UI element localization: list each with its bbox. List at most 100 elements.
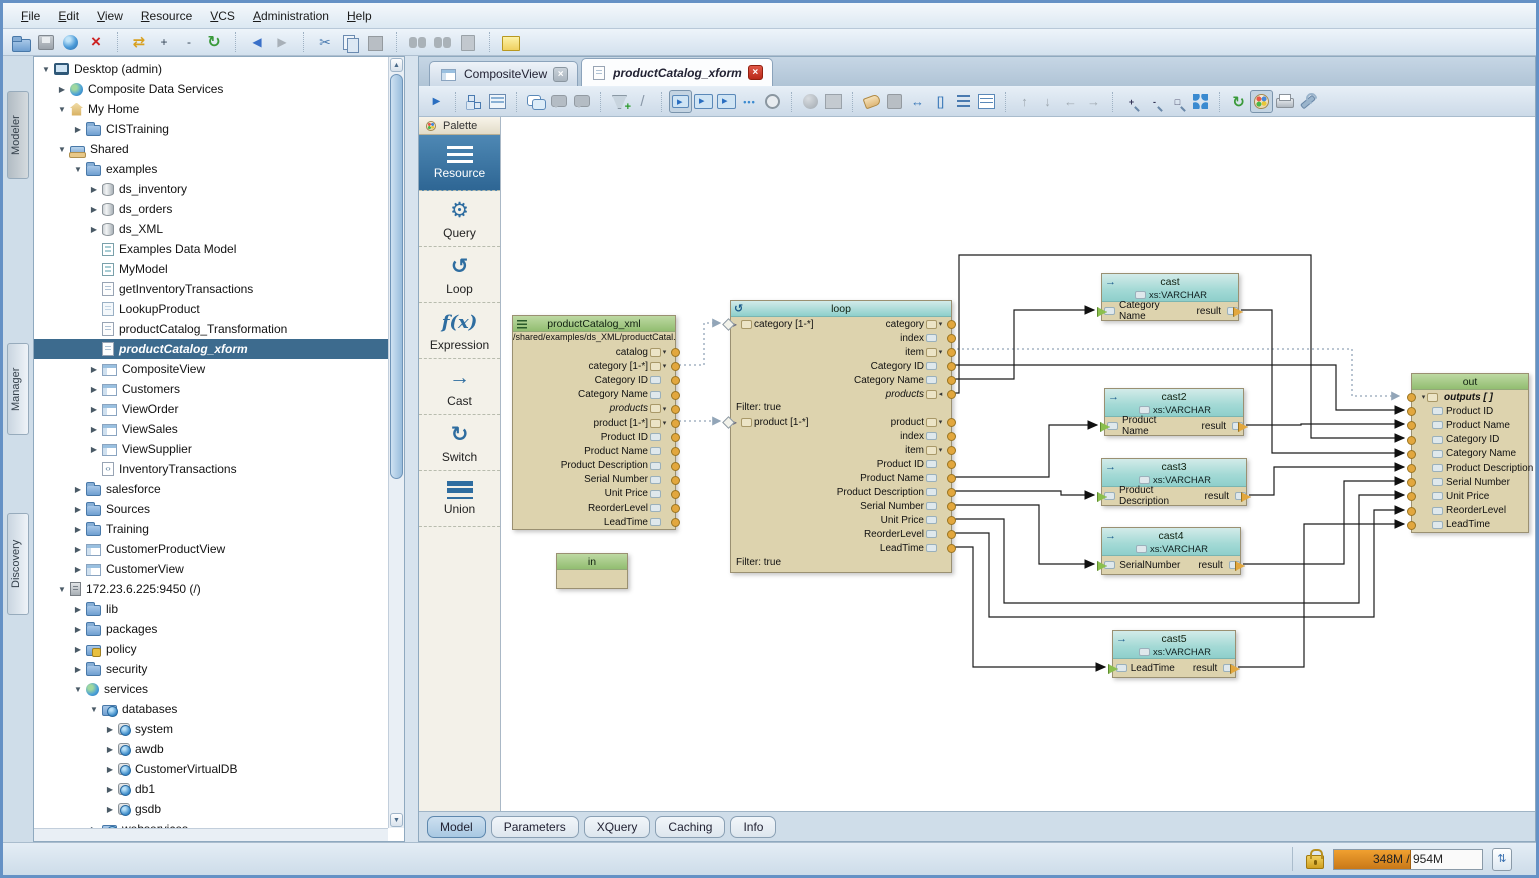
tree-item-viewsupplier[interactable]: ▶ ViewSupplier — [34, 439, 388, 459]
expand-arrow-icon[interactable]: ▶ — [90, 224, 98, 234]
field-row[interactable]: Category ID — [1407, 433, 1528, 447]
field-row[interactable]: item ▾ — [731, 443, 956, 457]
chevron-down-icon[interactable]: ▾ — [938, 447, 943, 454]
expand-arrow-icon[interactable]: ▶ — [74, 664, 82, 674]
document-icon[interactable] — [456, 31, 480, 54]
tree-item-cistraining[interactable]: ▶ CISTraining — [34, 119, 388, 139]
move-right-icon[interactable]: → — [1087, 94, 1100, 109]
field-row[interactable]: Product Name — [513, 444, 680, 458]
field-row[interactable]: Product ID — [513, 430, 680, 444]
expand-arrow-icon[interactable]: ▼ — [74, 164, 82, 174]
cast-box-4[interactable]: → cast4 xs:VARCHAR SerialNumber result — [1101, 527, 1241, 575]
find-icon[interactable] — [406, 31, 430, 54]
tree-item-getinventorytransactions[interactable]: getInventoryTransactions — [34, 279, 388, 299]
expand-arrow-icon[interactable]: ▶ — [106, 764, 114, 774]
web-browser-icon[interactable] — [59, 31, 83, 54]
tree-item-security[interactable]: ▶ security — [34, 659, 388, 679]
field-row[interactable]: Category Name — [513, 388, 680, 402]
tree-item-desktop[interactable]: ▼ Desktop (admin) — [34, 59, 388, 79]
chevron-down-icon[interactable]: ▾ — [662, 349, 667, 357]
field-row[interactable]: Unit Price — [731, 513, 956, 527]
expand-arrow-icon[interactable]: ▶ — [74, 124, 82, 134]
tree-item-productcatalog-xform[interactable]: productCatalog_xform — [34, 339, 388, 359]
tree-item-my-home[interactable]: ▼ My Home — [34, 99, 388, 119]
separator[interactable] — [509, 91, 517, 112]
side-tab-discovery[interactable]: Discovery — [7, 513, 29, 615]
cast-box-1[interactable]: → cast xs:VARCHAR Category Name result — [1101, 273, 1239, 322]
zoom-fit-icon[interactable] — [1189, 90, 1212, 113]
tree-item-ds-xml[interactable]: ▶ ds_XML — [34, 219, 388, 239]
expand-arrow-icon[interactable]: ▶ — [74, 544, 82, 554]
tree-item-server[interactable]: ▼ 172.23.6.225:9450 (/) — [34, 579, 388, 599]
tree-item-db1[interactable]: ▶ db1 — [34, 779, 388, 799]
separator[interactable] — [784, 91, 792, 112]
expand-arrow-icon[interactable]: ▶ — [106, 784, 114, 794]
field-row[interactable]: Serial Number — [1407, 475, 1528, 489]
separator[interactable] — [295, 32, 304, 52]
separator[interactable] — [448, 91, 456, 112]
auto-layout-icon[interactable]: ↻ — [1232, 93, 1245, 111]
loop-box[interactable]: ↺ loop category ▾ index — [730, 300, 956, 573]
menu-edit[interactable]: Edit — [58, 8, 80, 23]
tree-item-examples-data-model[interactable]: Examples Data Model — [34, 239, 388, 259]
outputs-root-row[interactable]: ▾ outputs [ ] — [1407, 390, 1528, 404]
field-row[interactable]: ReorderLevel — [731, 527, 956, 541]
swap-icon[interactable]: ⇄ — [132, 34, 146, 51]
expand-arrow-icon[interactable]: ▶ — [74, 524, 82, 534]
notes-icon[interactable] — [499, 31, 523, 54]
separator[interactable] — [227, 32, 236, 52]
draw-line-icon[interactable]: / — [640, 93, 645, 110]
field-row[interactable]: Product Description — [1407, 461, 1533, 475]
tree-item-mymodel[interactable]: MyModel — [34, 259, 388, 279]
tree-item-lookupproduct[interactable]: LookupProduct — [34, 299, 388, 319]
scroll-down-icon[interactable]: ▼ — [390, 813, 403, 827]
field-row[interactable]: LeadTime — [731, 541, 956, 555]
expand-arrow-icon[interactable]: ▼ — [42, 64, 50, 74]
field-row[interactable]: Product Name — [731, 471, 956, 485]
palette-query[interactable]: ⚙ Query — [419, 191, 500, 247]
field-row[interactable]: Serial Number — [731, 499, 956, 513]
field-row[interactable]: Unit Price — [513, 487, 680, 501]
field-row[interactable]: Unit Price — [1407, 489, 1528, 503]
field-row[interactable]: Category ID — [513, 373, 680, 387]
forward-icon[interactable]: ▶ — [277, 35, 287, 49]
separator[interactable] — [593, 91, 601, 112]
field-row[interactable]: LeadTime — [513, 515, 680, 529]
delay-icon[interactable] — [761, 90, 784, 113]
garbage-collect-button[interactable]: ⇅ — [1492, 847, 1512, 871]
expand-arrow-icon[interactable]: ▶ — [74, 504, 82, 514]
tree-item-viewsales[interactable]: ▶ ViewSales — [34, 419, 388, 439]
comments-icon[interactable] — [524, 90, 547, 113]
loop-input-category[interactable]: ▸ category [1-*] — [733, 317, 814, 331]
menu-administration[interactable]: Administration — [252, 8, 329, 23]
find-next-icon[interactable] — [431, 31, 455, 54]
comment-grey2-icon[interactable] — [570, 90, 593, 113]
chevron-down-icon[interactable]: ▾ — [662, 405, 667, 413]
tree-item-lib[interactable]: ▶ lib — [34, 599, 388, 619]
tab-xquery[interactable]: XQuery — [583, 815, 651, 838]
execute-icon[interactable]: ▶ — [425, 90, 448, 113]
field-row[interactable]: products ▾ — [513, 402, 680, 416]
field-row[interactable]: Category Name — [1407, 447, 1528, 461]
field-row[interactable]: item ▾ — [731, 345, 956, 359]
tree-item-services[interactable]: ▼ services — [34, 679, 388, 699]
menu-vcs[interactable]: VCS — [210, 8, 235, 23]
palette-loop[interactable]: ↺ Loop — [419, 247, 500, 303]
tree-item-compositeview[interactable]: ▶ CompositeView — [34, 359, 388, 379]
tree-item-customervirtualdb[interactable]: ▶ CustomerVirtualDB — [34, 759, 388, 779]
expand-arrow-icon[interactable]: ▶ — [90, 364, 98, 374]
tree-item-salesforce[interactable]: ▶ salesforce — [34, 479, 388, 499]
tree-item-databases[interactable]: ▼ databases — [34, 699, 388, 719]
separator[interactable] — [998, 91, 1006, 112]
expand-arrow-icon[interactable]: ▶ — [90, 184, 98, 194]
open-icon[interactable] — [9, 31, 33, 54]
comment-grey-icon[interactable] — [547, 90, 570, 113]
menu-help[interactable]: Help — [346, 8, 372, 23]
cast-split-icon[interactable] — [692, 90, 715, 113]
box-header[interactable]: in — [557, 554, 627, 570]
move-left-icon[interactable]: ← — [1064, 94, 1077, 109]
tree-vertical-scrollbar[interactable]: ▲ ▼ — [388, 57, 404, 828]
tree-item-inventorytransactions[interactable]: InventoryTransactions — [34, 459, 388, 479]
box-header[interactable]: → cast — [1102, 274, 1238, 289]
tab-info[interactable]: Info — [730, 815, 777, 838]
